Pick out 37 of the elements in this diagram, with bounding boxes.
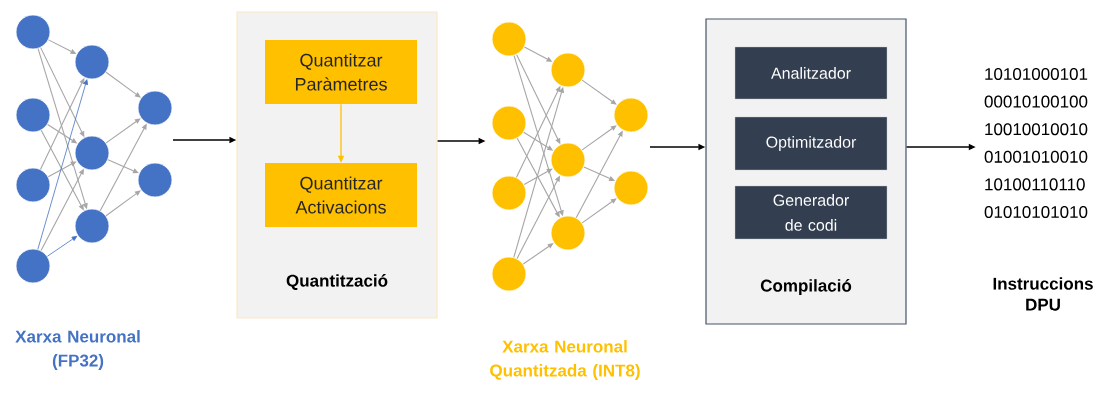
arrow bbox=[581, 198, 617, 224]
step-box: Generador de codi bbox=[734, 185, 888, 240]
neuron-circle bbox=[74, 44, 110, 80]
arrow bbox=[107, 159, 139, 174]
caption: Xarxa Neuronal Quantitzada (INT8) bbox=[490, 340, 640, 380]
arrow bbox=[581, 125, 617, 151]
neuron-circle bbox=[550, 215, 586, 251]
neuron-circle bbox=[491, 21, 527, 57]
neuron-circle bbox=[613, 170, 649, 206]
node-label: Instruccions DPU bbox=[993, 277, 1093, 311]
neuron-circle bbox=[15, 97, 51, 133]
step-box: Analitzador bbox=[734, 46, 888, 100]
arrow bbox=[523, 168, 553, 186]
neuron-circle bbox=[550, 52, 586, 88]
neuron-circle bbox=[137, 90, 173, 126]
binary-code: 10101000101 00010100100 10010010010 01001010010 10100110110 01010101010 bbox=[984, 67, 1088, 218]
arrow bbox=[37, 79, 88, 250]
neuron-circle bbox=[491, 105, 527, 141]
step-box: Optimitzador bbox=[734, 116, 888, 171]
neuron-circle bbox=[74, 135, 110, 171]
neuron-circle bbox=[550, 142, 586, 178]
neuron-circle bbox=[491, 256, 527, 292]
step-box: Quantitzar Paràmetres bbox=[265, 40, 417, 104]
neuron-circle bbox=[15, 14, 51, 50]
neuron-circle bbox=[15, 248, 51, 284]
neuron-circle bbox=[137, 162, 173, 198]
arrow bbox=[105, 190, 141, 217]
neuron-circle bbox=[613, 97, 649, 133]
arrow bbox=[47, 235, 78, 257]
arrow bbox=[581, 79, 617, 105]
neuron-circle bbox=[15, 167, 51, 203]
arrow bbox=[105, 118, 141, 144]
caption: Xarxa Neuronal (FP32) bbox=[15, 330, 140, 370]
arrow bbox=[105, 71, 141, 98]
neuron-circle bbox=[74, 208, 110, 244]
step-box: Quantitzar Activacions bbox=[265, 163, 417, 227]
neuron-circle bbox=[491, 175, 527, 211]
